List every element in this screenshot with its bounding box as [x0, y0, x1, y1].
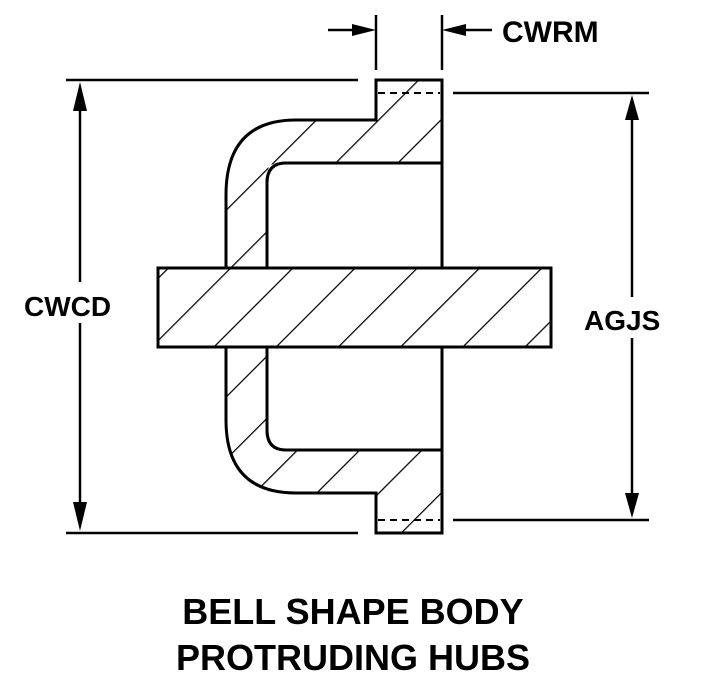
lower-bell-outline [224, 347, 444, 535]
body-outline [158, 80, 442, 533]
arrow-up-icon [73, 82, 87, 111]
agjs-dimension: AGJS [453, 91, 660, 522]
arrow-up-icon [625, 95, 639, 120]
arrow-left-icon [442, 24, 466, 36]
caption-line-1: BELL SHAPE BODY [182, 591, 524, 632]
arrow-down-icon [625, 493, 639, 518]
body-section [156, 78, 553, 535]
cwrm-dimension: CWRM [328, 15, 599, 70]
arrow-right-icon [352, 24, 376, 36]
cwcd-label: CWCD [24, 291, 111, 322]
agjs-label: AGJS [584, 305, 660, 336]
arrow-down-icon [73, 502, 87, 531]
cwrm-label: CWRM [502, 16, 599, 49]
upper-bell-outline [224, 78, 444, 268]
cwcd-dimension: CWCD [24, 78, 358, 535]
caption-line-2: PROTRUDING HUBS [175, 637, 530, 678]
hub-section [156, 266, 553, 349]
